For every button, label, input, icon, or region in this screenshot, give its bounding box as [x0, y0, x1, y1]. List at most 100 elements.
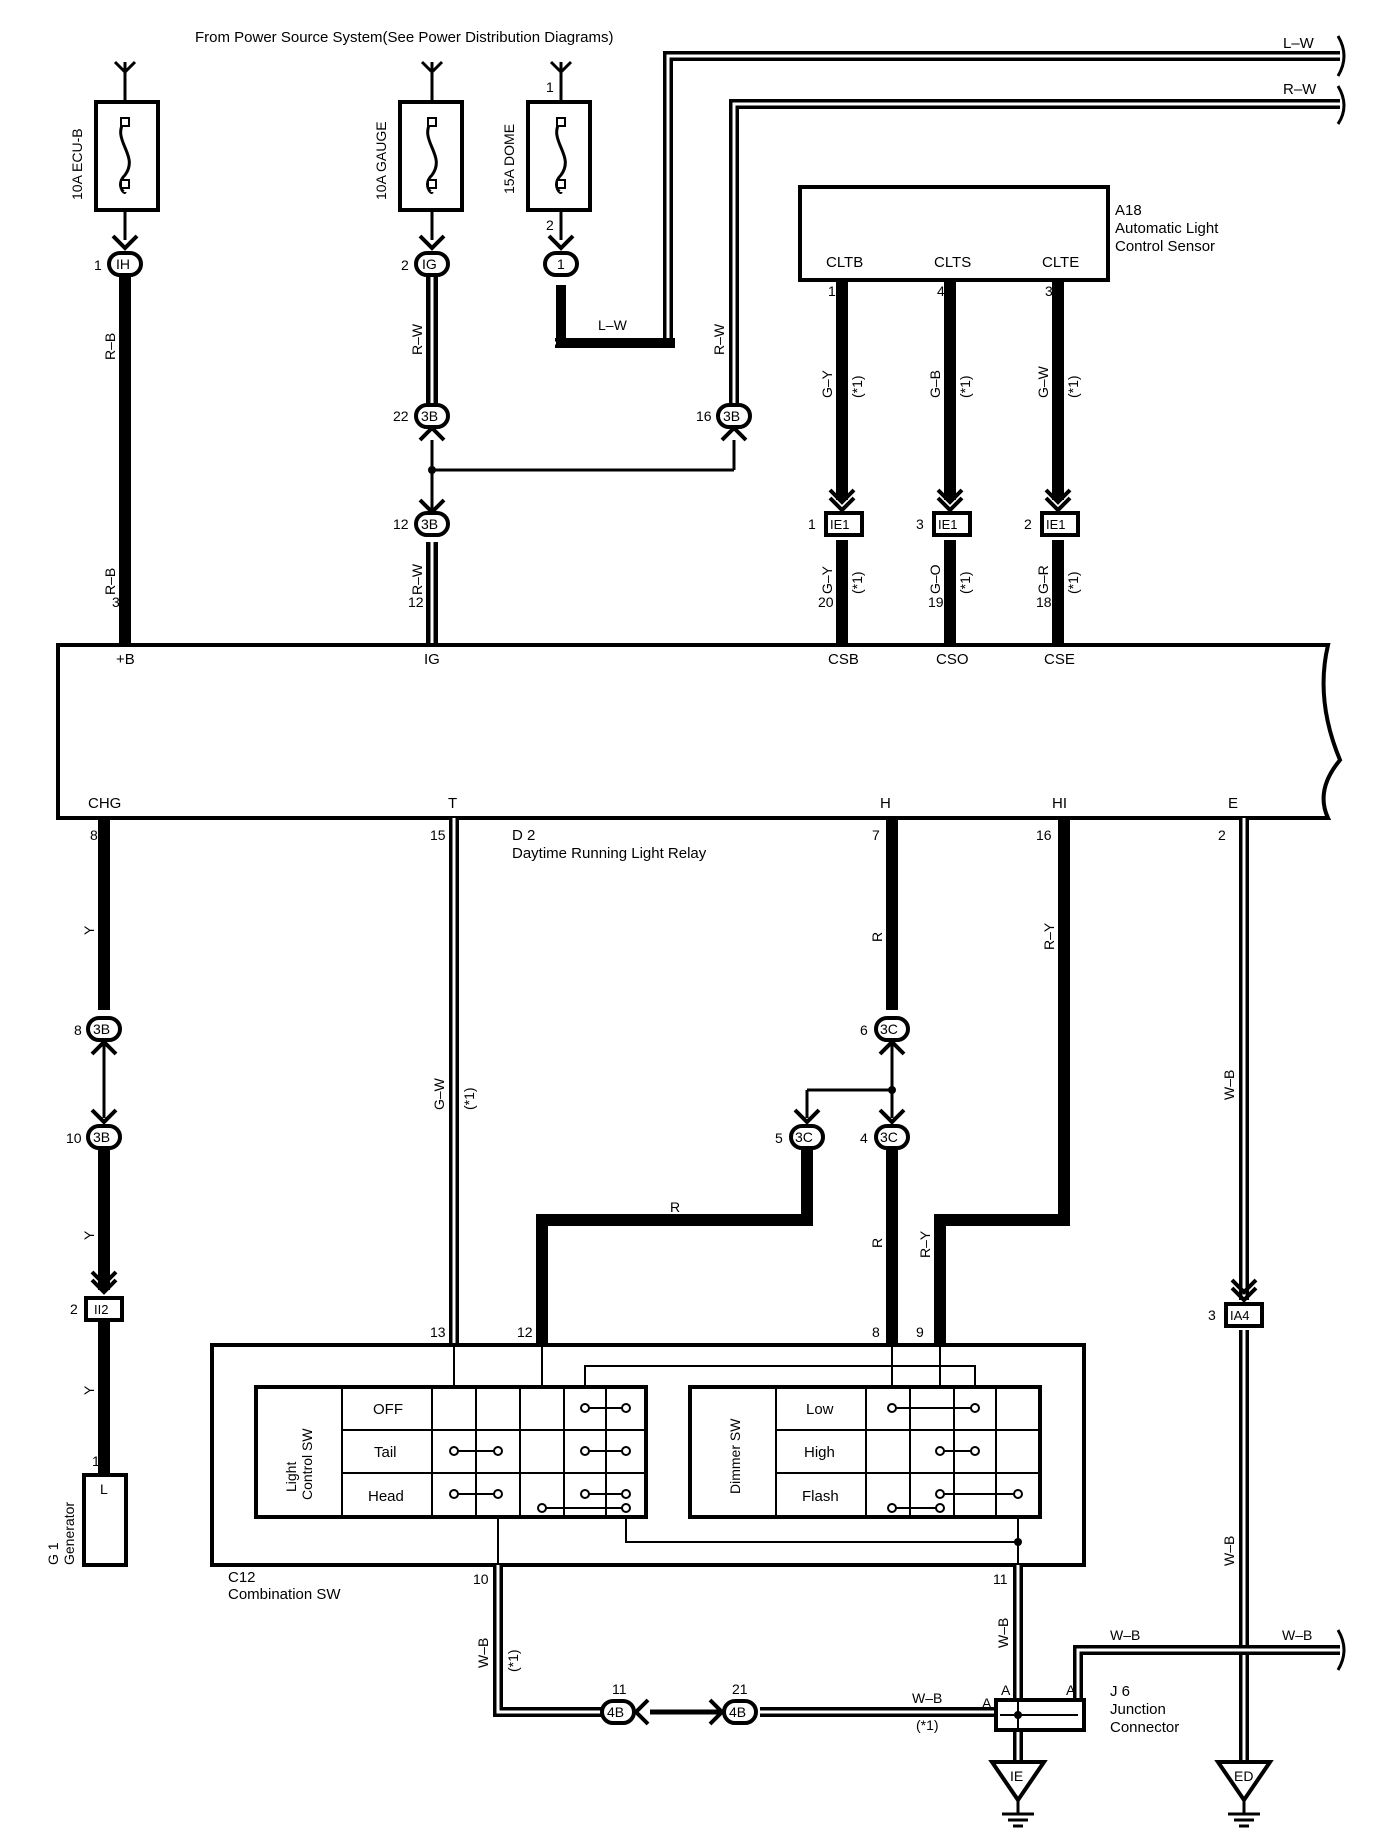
connector-ia4: IA4 — [1224, 1302, 1264, 1328]
ground-ed — [1214, 1760, 1274, 1828]
relay-name: Daytime Running Light Relay — [512, 845, 707, 862]
connector-3c-6: 3C — [874, 1016, 910, 1056]
wire-label-ry-1: R–Y — [1041, 922, 1057, 950]
dimmer-sw-row-high: High — [804, 1444, 835, 1461]
light-sw-row-head: Head — [368, 1488, 404, 1505]
wire-label-star-4: (*1) — [849, 571, 865, 594]
wire-label-star-9: (*1) — [916, 1717, 939, 1733]
connector-3b-22: 3B — [414, 403, 450, 442]
connector-3b-22-pin: 22 — [393, 408, 409, 424]
connector-ii2-code: II2 — [94, 1302, 108, 1317]
connector-ie1-2-pin: 2 — [1024, 516, 1032, 532]
wire-label-r-2: R — [670, 1199, 680, 1215]
combo-pin-9: 9 — [916, 1324, 924, 1340]
wire-label-r-1: R — [869, 932, 885, 942]
sensor-ref: A18 — [1115, 202, 1142, 219]
relay-pin-num-3: 3 — [112, 594, 120, 610]
relay-pin-num-15: 15 — [430, 827, 446, 843]
light-sw-title-1: Light — [283, 1462, 299, 1492]
ia4-arrows — [1230, 1278, 1258, 1303]
relay-pin-t: T — [448, 795, 457, 812]
generator-ref: G 1 — [45, 1542, 61, 1565]
relay-ref: D 2 — [512, 827, 535, 844]
wire-label-lw-top: L–W — [1283, 35, 1315, 52]
combo-name: Combination SW — [228, 1586, 341, 1603]
connector-ig-pin: 2 — [401, 257, 409, 273]
connector-3c-4: 3C — [874, 1108, 910, 1150]
connector-3c-6-pin: 6 — [860, 1022, 868, 1038]
ii2-arrows — [90, 1270, 118, 1295]
wire-label-star-8: (*1) — [505, 1649, 521, 1672]
connector-ie1-3: IE1 — [932, 511, 972, 537]
fuse-ecu — [94, 60, 160, 240]
ie1-arrows — [828, 488, 1072, 513]
generator-box — [82, 1473, 128, 1567]
wire-label-rw-1: R–W — [409, 323, 425, 355]
connector-ig: IG — [414, 234, 450, 277]
fuse-ecu-label: 10A ECU-B — [69, 128, 85, 200]
connector-ii2-pin: 2 — [70, 1301, 78, 1317]
combo-pin-12: 12 — [517, 1324, 533, 1340]
wire-r-h — [536, 818, 898, 1345]
connector-3c-4-pin: 4 — [860, 1130, 868, 1146]
fuse-dome — [526, 60, 592, 240]
generator-terminal: L — [100, 1481, 108, 1497]
relay-pin-cse: CSE — [1044, 651, 1075, 668]
wire-label-gb: G–B — [927, 370, 943, 398]
connector-3b-16-code: 3B — [723, 408, 740, 424]
connector-3b-8-code: 3B — [93, 1021, 110, 1037]
connector-dome-junction: 1 — [543, 234, 579, 277]
ground-ie-label: IE — [1010, 1768, 1023, 1784]
relay-pin-chg: CHG — [88, 795, 121, 812]
switch-contacts — [449, 1403, 1023, 1513]
relay-pin-num-8: 8 — [90, 827, 98, 843]
fuse-dome-pin-in: 1 — [546, 79, 554, 95]
wire-rw-gauge — [426, 272, 736, 645]
relay-pin-csb: CSB — [828, 651, 859, 668]
wire-label-lw-dome: L–W — [598, 317, 628, 333]
connector-ii2: II2 — [84, 1296, 124, 1322]
sensor-pin-clte: CLTE — [1042, 254, 1079, 271]
fuse-dome-label: 15A DOME — [501, 124, 517, 194]
relay-pin-h: H — [880, 795, 891, 812]
connector-4b-21: 4B — [708, 1698, 758, 1726]
combo-pin-10: 10 — [473, 1571, 489, 1587]
dimmer-sw-title: Dimmer SW — [727, 1418, 743, 1494]
connector-3b-12: 3B — [414, 498, 450, 537]
ground-ed-label: ED — [1234, 1768, 1253, 1784]
fuse-gauge-label: 10A GAUGE — [373, 121, 389, 200]
fuse-dome-pin-out: 2 — [546, 217, 554, 233]
connector-dome-code: 1 — [557, 256, 565, 272]
connector-ie1-1: IE1 — [824, 511, 864, 537]
relay-body — [56, 643, 1343, 820]
wire-lw-dome — [556, 285, 675, 348]
relay-pin-num-19: 19 — [928, 594, 944, 610]
sensor-name-2: Control Sensor — [1115, 238, 1215, 255]
generator-pin: 1 — [92, 1453, 100, 1469]
wire-label-wb-3: W–B — [475, 1638, 491, 1668]
wire-label-wb-7: W–B — [912, 1690, 942, 1706]
relay-pin-num-16: 16 — [1036, 827, 1052, 843]
connector-3c-5-code: 3C — [795, 1129, 813, 1145]
wire-label-wb-2: W–B — [1221, 1536, 1237, 1566]
wire-label-star-1: (*1) — [849, 375, 865, 398]
wire-label-rb-2: R–B — [102, 568, 118, 595]
wire-label-star-7: (*1) — [461, 1087, 477, 1110]
junction-pin-a-2: A — [1066, 1682, 1076, 1698]
sensor-name-1: Automatic Light — [1115, 220, 1219, 237]
junction-connector — [994, 1698, 1086, 1732]
bus-wire-rw — [729, 99, 1340, 415]
wire-label-rw-2: R–W — [409, 563, 425, 595]
wire-label-gw-1: G–W — [1035, 365, 1051, 398]
combo-ref: C12 — [228, 1569, 256, 1586]
wire-label-gw-2: G–W — [431, 1077, 447, 1110]
sensor-pin-num-3: 3 — [1045, 283, 1053, 299]
wire-label-y-1: Y — [81, 925, 97, 935]
junction-pin-a-3: A — [982, 1695, 992, 1711]
relay-pin-num-18: 18 — [1036, 594, 1052, 610]
wire-label-y-2: Y — [81, 1230, 97, 1240]
junction-ref: J 6 — [1110, 1683, 1130, 1700]
connector-3b-8-pin: 8 — [74, 1022, 82, 1038]
